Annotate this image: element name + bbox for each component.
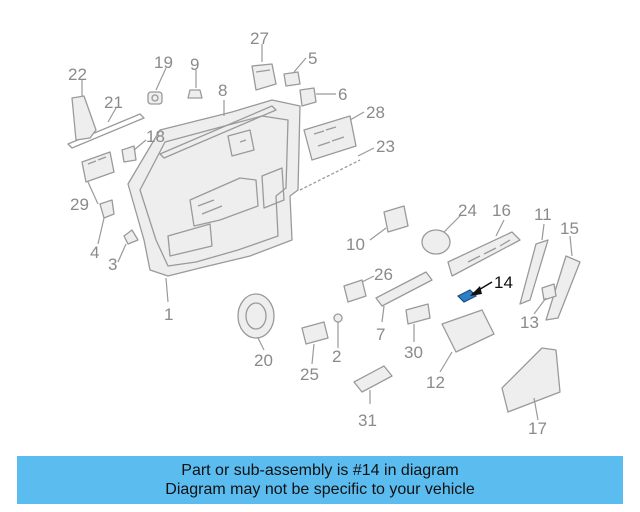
footer-line-1: Part or sub-assembly is #14 in diagram [181, 462, 459, 479]
part-12-bin [441, 309, 495, 353]
callout-17: 17 [528, 419, 547, 438]
callout-6: 6 [338, 85, 347, 104]
callout-25: 25 [300, 365, 319, 384]
callout-labels: 22 21 19 9 27 5 8 6 18 28 23 29 4 3 1 24… [68, 29, 579, 438]
part-30-switch [405, 303, 431, 325]
part-21-trim-strip [67, 113, 145, 149]
callout-16: 16 [492, 201, 511, 220]
callout-31: 31 [358, 411, 377, 430]
callout-23: 23 [376, 137, 395, 156]
part-28-switch-assembly [303, 115, 357, 161]
part-14-switch-highlighted [456, 289, 478, 303]
callout-7: 7 [376, 325, 385, 344]
callout-12: 12 [426, 373, 445, 392]
part-26-connector [343, 279, 367, 303]
leader-lines [81, 44, 573, 421]
callout-13: 13 [520, 313, 539, 332]
callout-2: 2 [332, 347, 341, 366]
footer-line-2: Diagram may not be specific to your vehi… [165, 481, 475, 498]
callout-22: 22 [68, 65, 87, 84]
part-1-door-panel [127, 99, 301, 277]
part-31-handle [353, 365, 393, 393]
part-7-handle [375, 271, 433, 307]
callout-4: 4 [90, 243, 99, 262]
callout-10: 10 [346, 235, 365, 254]
part-23-cable [299, 159, 361, 191]
part-16-armrest-bezel [447, 231, 521, 277]
footer-banner: Part or sub-assembly is #14 in diagram D… [17, 456, 623, 504]
part-29-switch-pad [81, 151, 115, 183]
part-15-trim [545, 255, 581, 321]
part-6-bracket [299, 87, 317, 107]
part-8-trim-strip [159, 105, 277, 159]
part-17-rear-panel [501, 347, 561, 413]
callout-26: 26 [374, 265, 393, 284]
part-2-screw [333, 313, 343, 323]
parts-diagram: 22 21 19 9 27 5 8 6 18 28 23 29 4 3 1 24… [67, 29, 581, 438]
callout-30: 30 [404, 343, 423, 362]
part-19-clip [147, 91, 163, 105]
callout-14: 14 [494, 273, 513, 292]
callout-21: 21 [104, 93, 123, 112]
callout-3: 3 [108, 255, 117, 274]
part-24-round-insert [421, 229, 451, 255]
part-22-mirror-cover [71, 95, 97, 141]
part-4-clip [99, 199, 115, 219]
part-20-speaker-ring [237, 293, 275, 339]
part-10-bracket [383, 205, 409, 233]
part-11-trim [519, 239, 549, 305]
callout-20: 20 [254, 351, 273, 370]
callout-27: 27 [250, 29, 269, 48]
part-25-knob [301, 321, 329, 345]
callout-5: 5 [308, 49, 317, 68]
callout-8: 8 [218, 81, 227, 100]
callout-15: 15 [560, 219, 579, 238]
callout-9: 9 [190, 55, 199, 74]
part-5-bracket [283, 71, 301, 87]
part-27-switch [251, 63, 277, 91]
part-13-clip [541, 283, 557, 301]
callout-24: 24 [458, 201, 477, 220]
part-3-clip [123, 229, 139, 245]
callout-29: 29 [70, 195, 89, 214]
callout-28: 28 [366, 103, 385, 122]
callout-11: 11 [534, 205, 552, 224]
part-18-clip [121, 145, 137, 163]
callout-19: 19 [154, 53, 173, 72]
callout-1: 1 [164, 305, 173, 324]
part-9-fastener [187, 89, 203, 99]
callout-18: 18 [146, 127, 165, 146]
